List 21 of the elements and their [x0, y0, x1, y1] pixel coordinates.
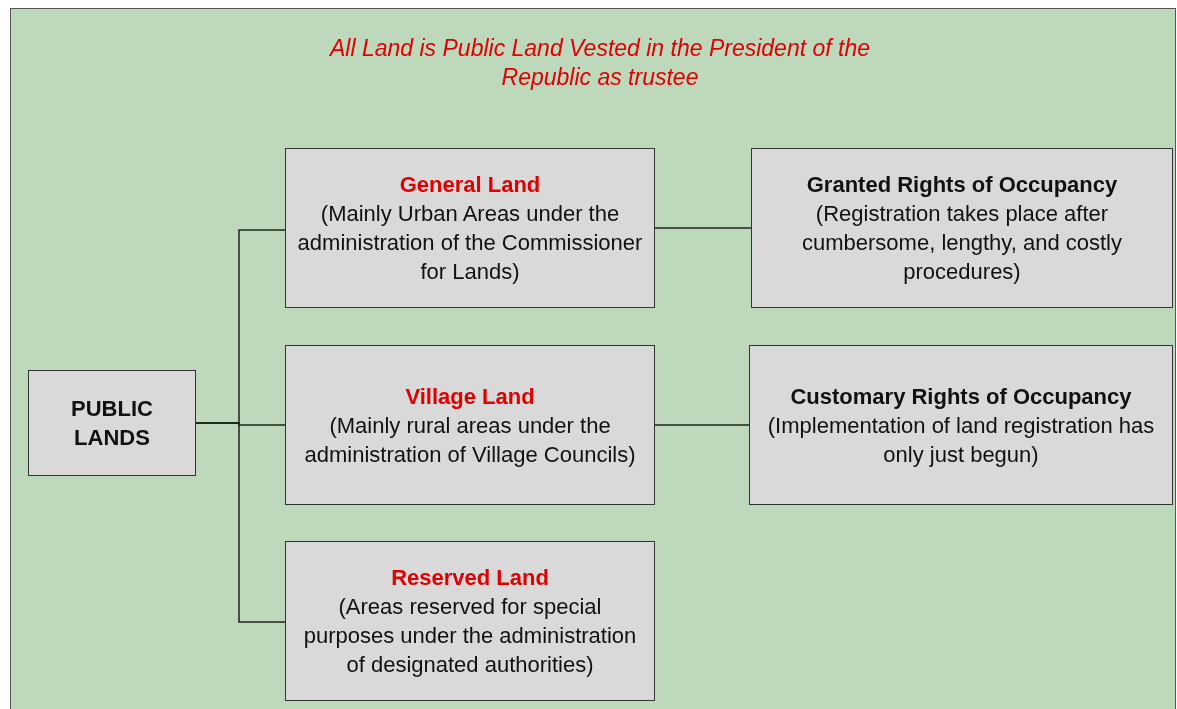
connector-line: [654, 424, 750, 426]
box-heading: Granted Rights of Occupancy: [806, 171, 1118, 199]
box-heading: General Land: [399, 171, 541, 199]
box-description: (Mainly Urban Areas under the administration of the Commissioner for Lands): [296, 200, 644, 286]
box-heading: Village Land: [405, 382, 535, 411]
process-box: [285, 148, 655, 308]
process-box: [285, 541, 655, 701]
process-box: [751, 148, 1173, 308]
box-heading: PUBLIC LANDS: [70, 395, 154, 452]
box-description: (Implementation of land registration has only just begun): [766, 411, 1156, 469]
process-box: [285, 345, 655, 505]
connector-line: [654, 227, 752, 229]
process-box: [28, 370, 196, 476]
box-description: (Areas reserved for special purposes under the administration of designated authorities): [302, 593, 638, 679]
box-heading: Customary Rights of Occupancy: [790, 382, 1132, 411]
box-description: (Mainly rural areas under the administration of Village Councils): [303, 411, 637, 469]
diagram-title: All Land is Public Land Vested in the President of the Republic as trustee: [328, 34, 871, 92]
connector-line: [195, 422, 286, 623]
process-box: [749, 345, 1173, 505]
box-heading: Reserved Land: [391, 564, 549, 592]
box-description: (Registration takes place after cumbersome, lengthy, and costly procedures): [801, 200, 1123, 286]
